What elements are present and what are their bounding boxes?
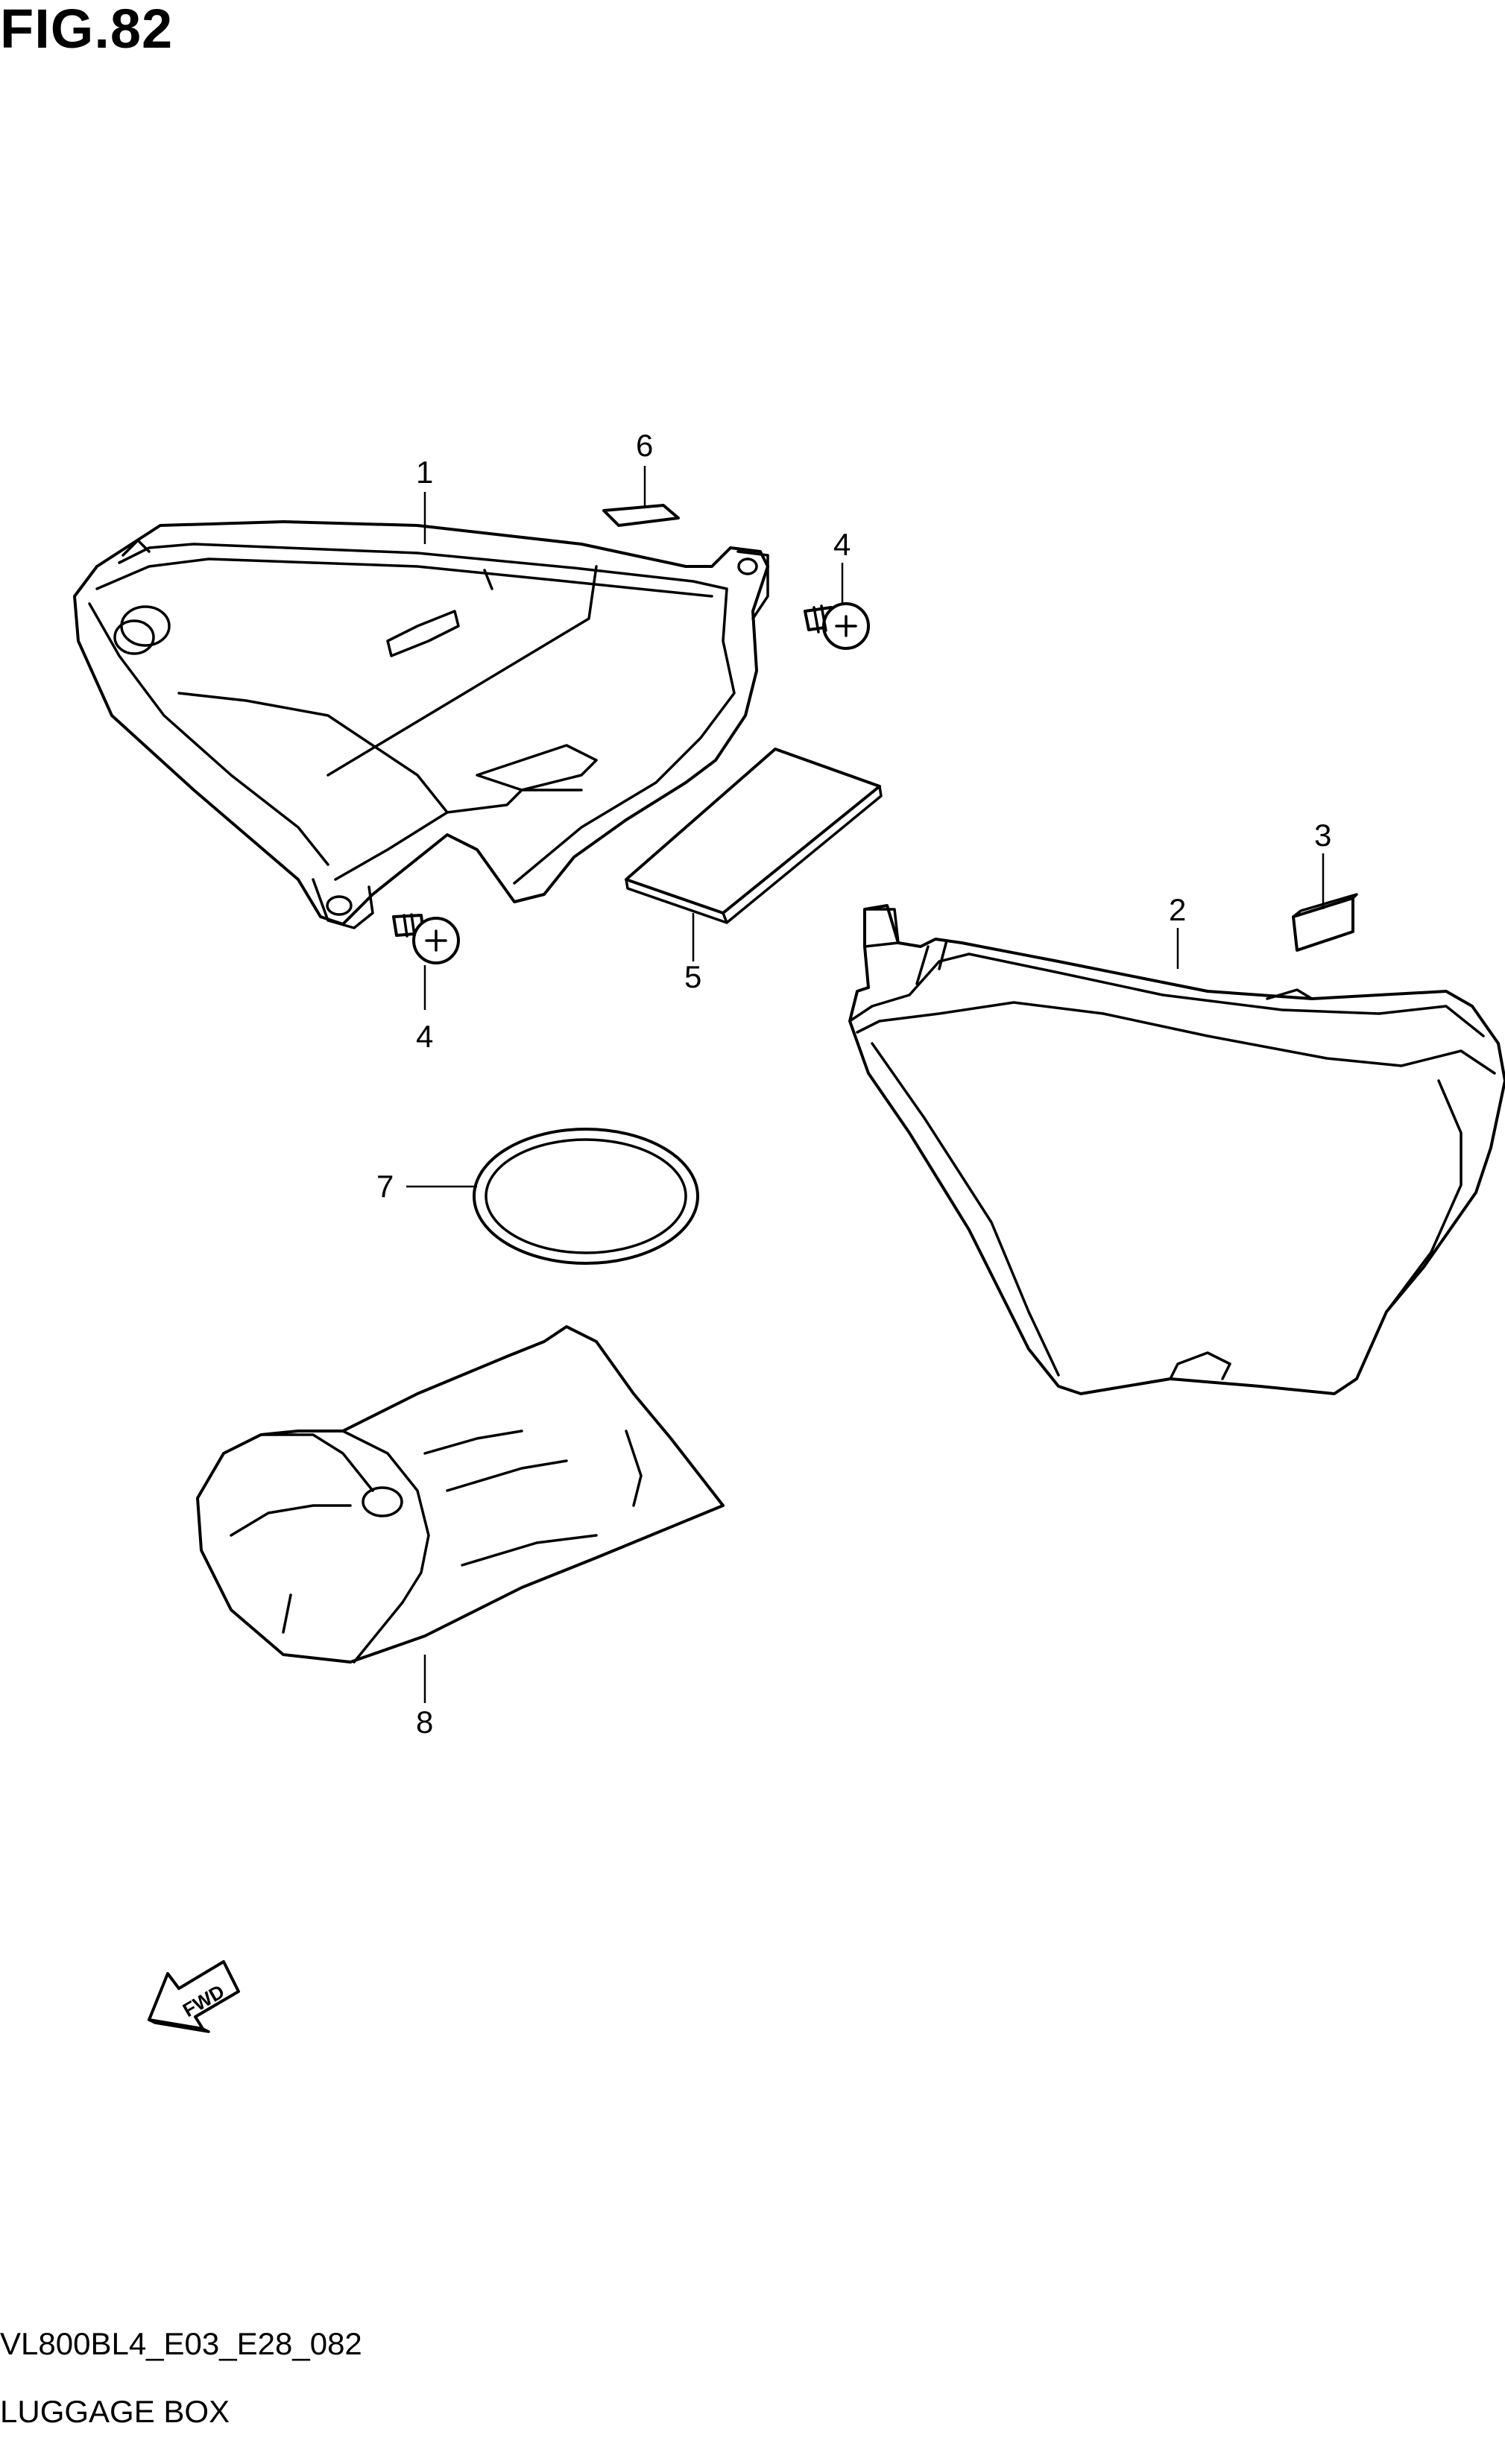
callout-8: 8 <box>416 1705 433 1740</box>
model-code: VL800BL4_E03_E28_082 <box>0 2326 362 2361</box>
forward-arrow-icon: FWD <box>148 1960 240 2033</box>
callout-1: 1 <box>416 455 433 490</box>
callout-2: 2 <box>1169 892 1186 927</box>
callout-6: 6 <box>636 428 653 463</box>
leader-lines <box>406 466 1325 1703</box>
callout-numbers: 1 2 3 4 4 5 6 7 8 <box>376 428 1331 1740</box>
part-4-screw-lower[interactable] <box>392 913 460 964</box>
figure-title: FIG.82 <box>0 0 174 60</box>
section-name: LUGGAGE BOX <box>0 2394 230 2429</box>
callout-5: 5 <box>684 959 701 994</box>
part-4-screw-upper[interactable] <box>804 602 870 650</box>
callout-3: 3 <box>1314 818 1331 853</box>
part-2-side-cover[interactable] <box>848 904 1505 1395</box>
part-8-cover-bag[interactable] <box>196 1325 725 1664</box>
part-6-label[interactable] <box>602 504 680 527</box>
part-3-emblem[interactable] <box>1292 893 1358 952</box>
part-5-pad[interactable] <box>625 748 883 924</box>
callout-7: 7 <box>376 1169 394 1204</box>
callout-4-lower: 4 <box>416 1019 433 1054</box>
part-7-ring[interactable] <box>473 1128 699 1265</box>
callout-4-upper: 4 <box>833 527 851 562</box>
part-1-luggage-box-frame[interactable] <box>73 520 769 929</box>
